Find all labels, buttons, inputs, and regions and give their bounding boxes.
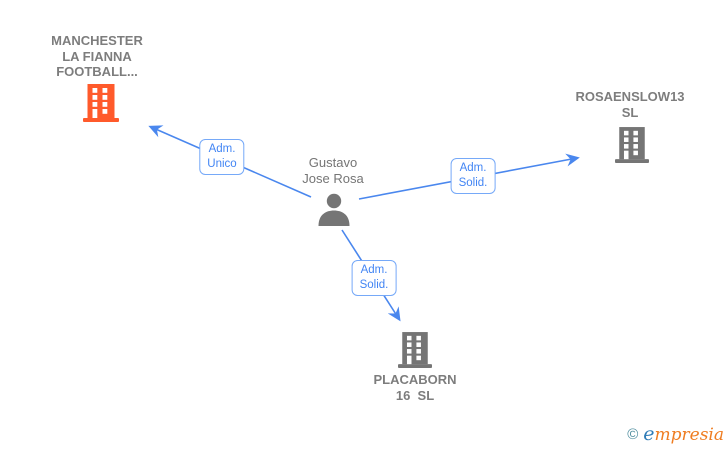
building-icon[interactable] [615, 127, 649, 163]
node-label-person[interactable]: Gustavo Jose Rosa [302, 155, 364, 186]
brand-text: empresia [643, 423, 725, 445]
edge-label-adm-solid-right: Adm. Solid. [450, 158, 496, 194]
node-label-rosaenslow[interactable]: ROSAENSLOW13 SL [575, 89, 685, 120]
building-icon[interactable] [83, 84, 119, 122]
node-label-manchester[interactable]: MANCHESTER LA FIANNA FOOTBALL... [51, 33, 143, 79]
edge-label-adm-solid-bottom: Adm. Solid. [351, 260, 397, 296]
copyright-icon: © [627, 426, 639, 443]
brand-first-letter: e [643, 423, 655, 445]
person-icon[interactable] [317, 193, 351, 227]
empresia-logo[interactable]: ©empresia [627, 423, 724, 445]
building-icon[interactable] [398, 332, 432, 368]
edge-label-adm-unico: Adm. Unico [199, 139, 245, 175]
brand-rest: mpresia [654, 425, 725, 445]
node-label-placaborn[interactable]: PLACABORN 16 SL [373, 372, 457, 403]
